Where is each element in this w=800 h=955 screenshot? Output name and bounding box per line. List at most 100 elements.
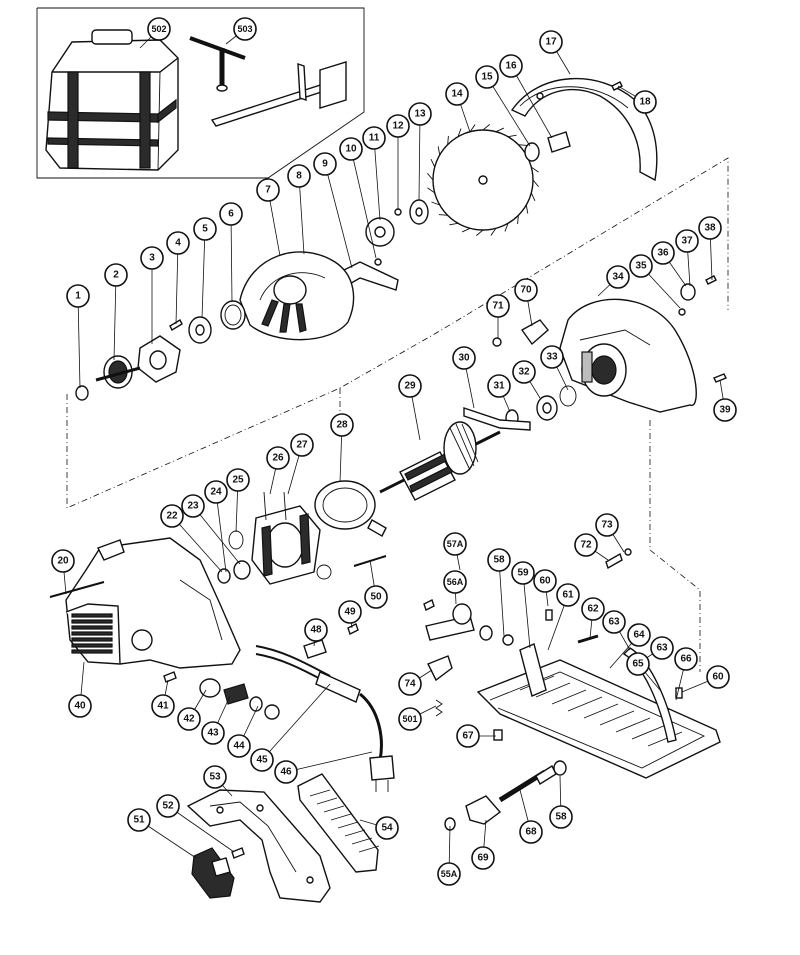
part-number-label: 56A xyxy=(447,577,464,587)
part-number-label: 37 xyxy=(681,236,693,247)
part-number-label: 15 xyxy=(481,72,493,83)
power-cord xyxy=(255,645,395,792)
callout-circle xyxy=(233,17,257,41)
callout-circle xyxy=(633,90,657,114)
base-rib xyxy=(647,731,683,747)
part-callout: 71 xyxy=(486,294,510,318)
part-callout: 40 xyxy=(68,694,92,718)
base-rib xyxy=(631,724,667,740)
blade-tooth xyxy=(517,215,519,225)
grip-rib xyxy=(316,797,338,805)
callout-circle xyxy=(606,265,630,289)
callout-circle xyxy=(456,724,480,748)
callout-circle xyxy=(706,665,730,689)
part-callout: 5 xyxy=(193,217,217,241)
box-wrench xyxy=(189,36,246,92)
part-number-label: 32 xyxy=(518,367,530,378)
handle xyxy=(186,789,331,903)
callout-circle xyxy=(499,54,523,78)
part-number-label: 45 xyxy=(256,755,268,766)
part-number-label: 22 xyxy=(166,511,178,522)
part-number-label: 2 xyxy=(113,270,119,281)
part-callout: 60 xyxy=(706,665,730,689)
callout-circle xyxy=(629,254,653,278)
part-callout: 14 xyxy=(445,82,469,106)
part-callout: 13 xyxy=(408,102,432,126)
leader-line xyxy=(510,65,553,139)
callout-circle xyxy=(511,561,535,585)
bearing xyxy=(233,560,251,580)
part-callout: 54 xyxy=(375,816,399,840)
callout-circle xyxy=(386,114,410,138)
callout-circle xyxy=(304,618,328,642)
part-number-label: 25 xyxy=(232,475,244,486)
brush-terminal xyxy=(463,407,531,431)
part-callout: 55A xyxy=(437,862,461,886)
pin xyxy=(493,729,503,741)
vent-slot xyxy=(71,637,113,642)
callout-circle xyxy=(203,765,227,789)
part-callout: 45 xyxy=(250,748,274,772)
blade-tooth xyxy=(431,201,440,206)
callout-circle xyxy=(519,820,543,844)
part-number-label: 503 xyxy=(237,24,252,34)
part-number-label: 67 xyxy=(462,731,474,742)
part-callout: 7 xyxy=(256,178,280,202)
callout-circle xyxy=(533,569,557,593)
part-callout: 8 xyxy=(287,164,311,188)
depth-lever xyxy=(465,795,502,825)
brush-cap xyxy=(249,696,263,712)
part-number-label: 51 xyxy=(133,815,145,826)
part-callout: 11 xyxy=(362,126,386,150)
callout-circle xyxy=(486,294,510,318)
callout-circle xyxy=(193,217,217,241)
part-number-label: 36 xyxy=(657,248,669,259)
screw xyxy=(169,319,183,331)
part-number-label: 26 xyxy=(272,453,284,464)
part-callout: 72 xyxy=(574,533,598,557)
callout-circle xyxy=(204,480,228,504)
part-callout: 31 xyxy=(487,374,511,398)
callout-circle xyxy=(437,862,461,886)
part-number-label: 55A xyxy=(441,869,458,879)
part-callout: 49 xyxy=(338,600,362,624)
washer xyxy=(217,568,231,584)
part-number-label: 3 xyxy=(149,253,155,264)
part-number-label: 30 xyxy=(458,353,470,364)
callout-circle xyxy=(398,707,422,731)
callout-circle xyxy=(443,570,467,594)
part-callout: 17 xyxy=(539,30,563,54)
callout-circle xyxy=(287,164,311,188)
part-number-label: 59 xyxy=(517,568,529,579)
leader-line xyxy=(498,559,505,637)
part-callout: 69 xyxy=(471,846,495,870)
part-number-label: 62 xyxy=(587,604,599,615)
blade-washer xyxy=(524,142,540,162)
screw xyxy=(347,623,359,635)
leader-line xyxy=(77,295,81,389)
part-number-label: 73 xyxy=(601,520,613,531)
part-callout: 74 xyxy=(398,672,422,696)
leader-line xyxy=(113,274,117,361)
part-callout: 12 xyxy=(386,114,410,138)
pin xyxy=(545,609,553,621)
ring xyxy=(559,385,577,407)
part-number-label: 24 xyxy=(210,487,222,498)
blade-tooth xyxy=(532,179,539,187)
part-callout: 28 xyxy=(330,413,354,437)
callout-circle xyxy=(408,102,432,126)
part-number-label: 4 xyxy=(175,238,181,249)
part-callout: 22 xyxy=(160,504,184,528)
callout-circle xyxy=(227,734,251,758)
callout-circle xyxy=(151,694,175,718)
part-callout: 61 xyxy=(556,583,580,607)
leader-line xyxy=(171,515,223,573)
part-callout: 32 xyxy=(512,360,536,384)
part-number-label: 69 xyxy=(477,853,489,864)
grip-rib xyxy=(358,845,380,853)
part-number-label: 11 xyxy=(369,133,380,144)
vent-slot xyxy=(71,613,113,618)
part-callout: 57A xyxy=(443,532,467,556)
callout-circle xyxy=(713,398,737,422)
